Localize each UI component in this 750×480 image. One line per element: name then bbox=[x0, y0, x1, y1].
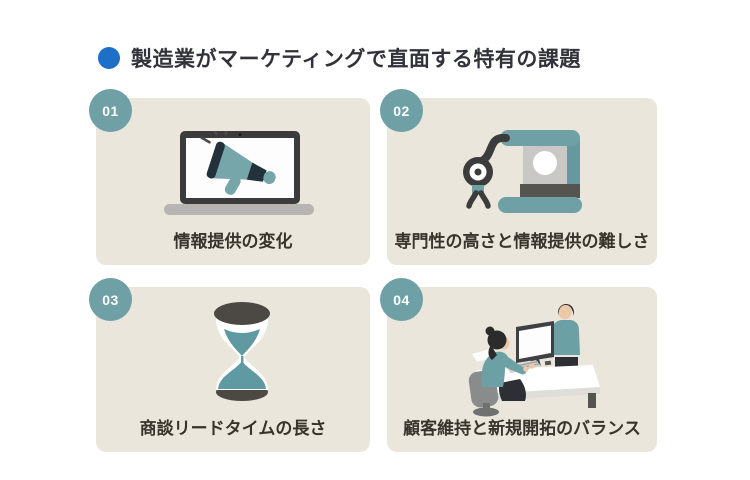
hourglass-icon bbox=[214, 302, 270, 401]
card-label: 顧客維持と新規開拓のバランス bbox=[403, 419, 641, 438]
page-title: 製造業がマーケティングで直面する特有の課題 bbox=[131, 48, 581, 71]
industrial-robot-icon bbox=[463, 130, 582, 213]
card-number-badge: 02 bbox=[380, 89, 423, 132]
card-number-badge: 04 bbox=[380, 278, 423, 321]
card-lead-time: 03 商談リードタイムの長さ bbox=[89, 278, 370, 452]
card-information-change: 01 bbox=[89, 89, 370, 265]
card-grid: 01 bbox=[89, 89, 657, 452]
card-label: 情報提供の変化 bbox=[173, 232, 293, 251]
laptop-megaphone-icon bbox=[164, 131, 314, 215]
blue-circle-bullet-icon bbox=[98, 47, 120, 69]
card-number-badge: 01 bbox=[89, 89, 132, 132]
card-customer-balance: 04 bbox=[380, 278, 657, 452]
card-label: 商談リードタイムの長さ bbox=[139, 419, 327, 438]
card-label: 専門性の高さと情報提供の難しさ bbox=[394, 232, 650, 251]
customer-meeting-icon bbox=[468, 303, 600, 417]
card-specialization: 02 専門性の高さと情報提供の難しさ bbox=[380, 89, 657, 265]
page-header: 製造業がマーケティングで直面する特有の課題 bbox=[98, 43, 581, 73]
card-number-badge: 03 bbox=[89, 278, 132, 321]
